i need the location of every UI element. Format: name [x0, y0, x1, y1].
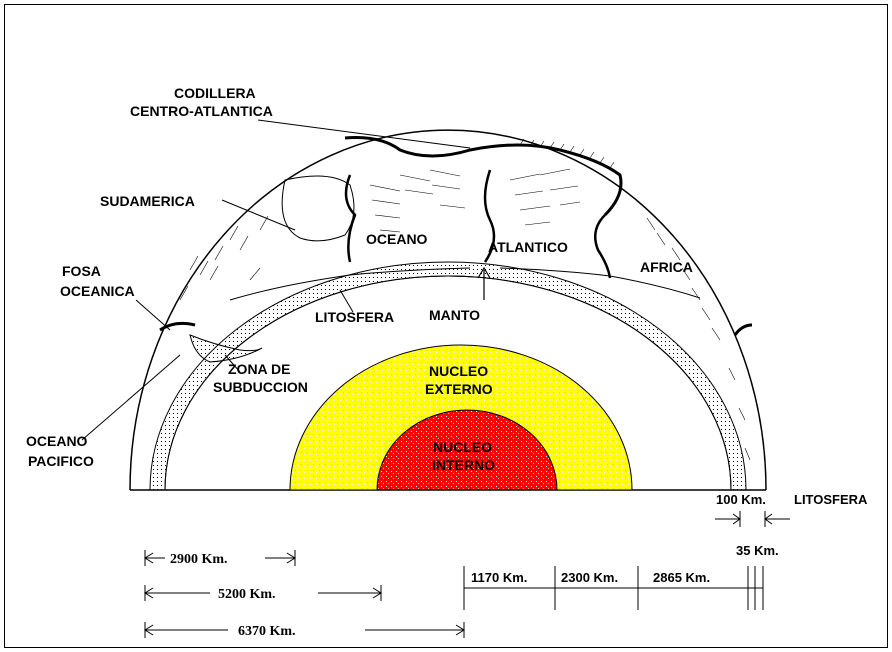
label-inner-core-line2: INTERNO	[432, 457, 495, 473]
label-ridge-line2: CENTRO-ATLANTICA	[130, 103, 273, 119]
label-trench-line2: OCEANICA	[60, 283, 135, 299]
litho-thickness-arrows	[715, 511, 790, 527]
label-ocean: OCEANO	[366, 231, 428, 247]
label-outer-core-line2: EXTERNO	[425, 381, 493, 397]
measure-crust-thickness: 35 Km.	[736, 543, 779, 558]
measure-litho-thickness: 100 Km.	[716, 492, 766, 507]
dimension-6370	[145, 622, 464, 638]
label-trench-line1: FOSA	[62, 263, 101, 279]
leader-ridge	[258, 120, 470, 148]
label-subduction-line2: SUBDUCCION	[213, 379, 308, 395]
leader-trench	[136, 300, 170, 330]
label-pacific-line2: PACIFICO	[28, 453, 94, 469]
label-africa: AFRICA	[640, 259, 693, 275]
label-pacific-line1: OCEANO	[26, 433, 88, 449]
label-ridge-line1: CODILLERA	[174, 85, 256, 101]
label-outer-core-line1: NUCLEO	[429, 363, 488, 379]
measure-layer-2300: 2300 Km.	[561, 570, 618, 585]
south-america-outline	[282, 176, 354, 241]
measure-layer-2865: 2865 Km.	[653, 570, 710, 585]
label-subduction-line1: ZONA DE	[228, 361, 290, 377]
africa-edge	[595, 215, 610, 278]
pacific-hatching	[180, 216, 268, 300]
right-coast-mark	[735, 325, 752, 335]
ocean-floor-hatching	[370, 169, 580, 232]
label-south-america: SUDAMERICA	[100, 193, 195, 209]
measure-depth-5200: 5200 Km.	[218, 587, 276, 602]
label-inner-core-line1: NUCLEO	[433, 439, 492, 455]
label-lithosphere: LITOSFERA	[315, 309, 394, 325]
measure-depth-6370: 6370 Km.	[238, 624, 296, 639]
label-atlantic: ATLANTICO	[488, 239, 568, 255]
label-mantle: MANTO	[429, 307, 480, 323]
mid-atlantic-ridge-surface	[345, 138, 621, 216]
measure-layer-1170: 1170 Km.	[471, 570, 527, 585]
measure-depth-2900: 2900 Km.	[170, 552, 228, 567]
measure-litho-label: LITOSFERA	[794, 492, 868, 507]
